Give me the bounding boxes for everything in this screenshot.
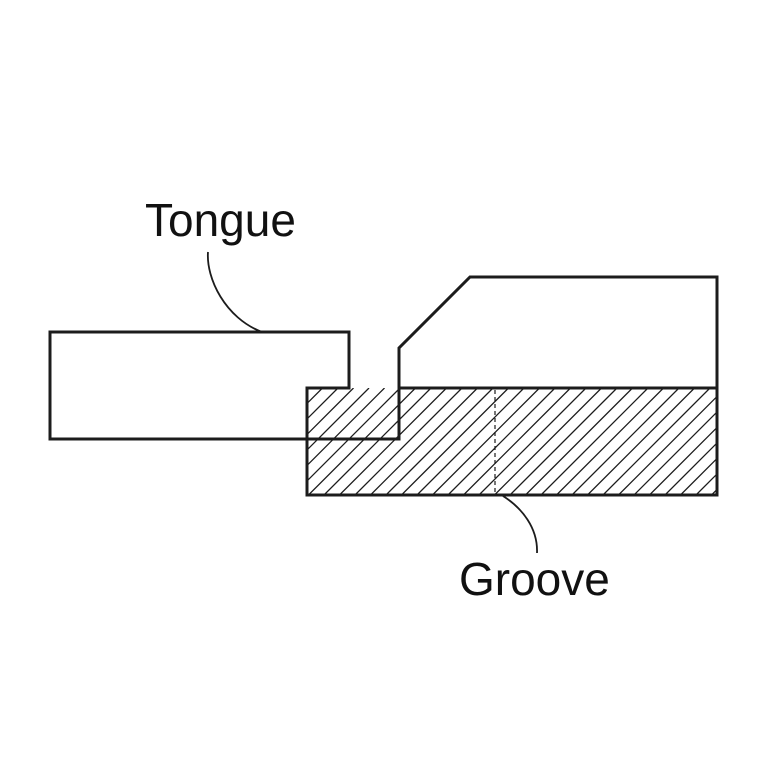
hatch-line [618, 388, 717, 495]
hatch-line [602, 388, 711, 495]
hatch-line [540, 388, 649, 495]
groove-board [305, 275, 719, 497]
hatch-line [354, 388, 463, 495]
tongue-label: Tongue [145, 194, 296, 246]
hatch-line [664, 388, 717, 495]
hatch-line [494, 388, 602, 495]
hatch-line [307, 388, 401, 495]
hatch-line [401, 388, 509, 495]
hatch-line [323, 388, 432, 495]
hatch-line [587, 388, 695, 495]
hatch-line [727, 388, 768, 495]
hatch-line [525, 388, 633, 495]
tongue-board [48, 330, 351, 441]
hatch-line [432, 388, 540, 495]
hatch-line [307, 388, 354, 495]
hatch-line [416, 388, 525, 495]
hatch-line [633, 388, 717, 495]
hatch-line [385, 388, 494, 495]
hatch-line [478, 388, 587, 495]
tongue-leader-line [207, 251, 263, 333]
hatch-line [680, 388, 717, 495]
groove-hatch-pattern [307, 388, 768, 495]
groove-leader-line [502, 495, 538, 554]
hatch-line [695, 388, 717, 495]
hatch-line [307, 388, 339, 495]
hatch-line [447, 388, 556, 495]
hatch-line [370, 388, 478, 495]
hatch-line [463, 388, 571, 495]
groove-label: Groove [459, 553, 610, 605]
hatch-line [339, 388, 447, 495]
hatch-line [307, 388, 385, 495]
hatch-line [307, 388, 308, 495]
hatch-line [307, 388, 370, 495]
hatch-line [711, 388, 717, 495]
hatch-line [556, 388, 664, 495]
hatch-line [649, 388, 717, 495]
hatch-line [509, 388, 618, 495]
hatch-line [571, 388, 680, 495]
